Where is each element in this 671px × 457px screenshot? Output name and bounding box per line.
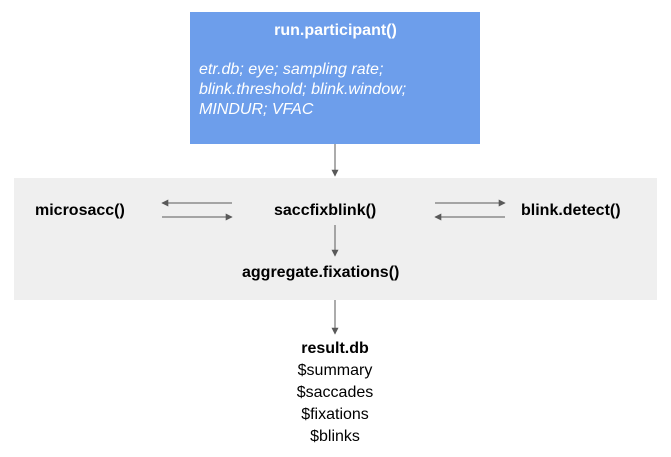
aggregate-fixations-node: aggregate.fixations() bbox=[242, 264, 400, 281]
result-fixations: $fixations bbox=[301, 406, 369, 423]
parameter-line: etr.db; eye; sampling rate; bbox=[199, 61, 384, 78]
parameter-line: blink.threshold; blink.window; bbox=[199, 81, 407, 98]
result-saccades: $saccades bbox=[296, 384, 374, 401]
saccfixblink-node: saccfixblink() bbox=[274, 202, 377, 219]
blink-detect-node: blink.detect() bbox=[521, 202, 621, 219]
result-db-block: result.db $summary $saccades $fixations … bbox=[230, 338, 440, 448]
result-db-title: result.db bbox=[301, 340, 369, 357]
microsacc-node: microsacc() bbox=[35, 202, 125, 219]
result-summary: $summary bbox=[297, 362, 373, 379]
parameter-list: etr.db; eye; sampling rate; blink.thresh… bbox=[199, 60, 472, 120]
run-participant-title: run.participant() bbox=[274, 22, 397, 39]
parameter-line: MINDUR; VFAC bbox=[199, 101, 314, 118]
run-participant-box: run.participant() etr.db; eye; sampling … bbox=[190, 12, 480, 144]
result-blinks: $blinks bbox=[310, 428, 360, 445]
